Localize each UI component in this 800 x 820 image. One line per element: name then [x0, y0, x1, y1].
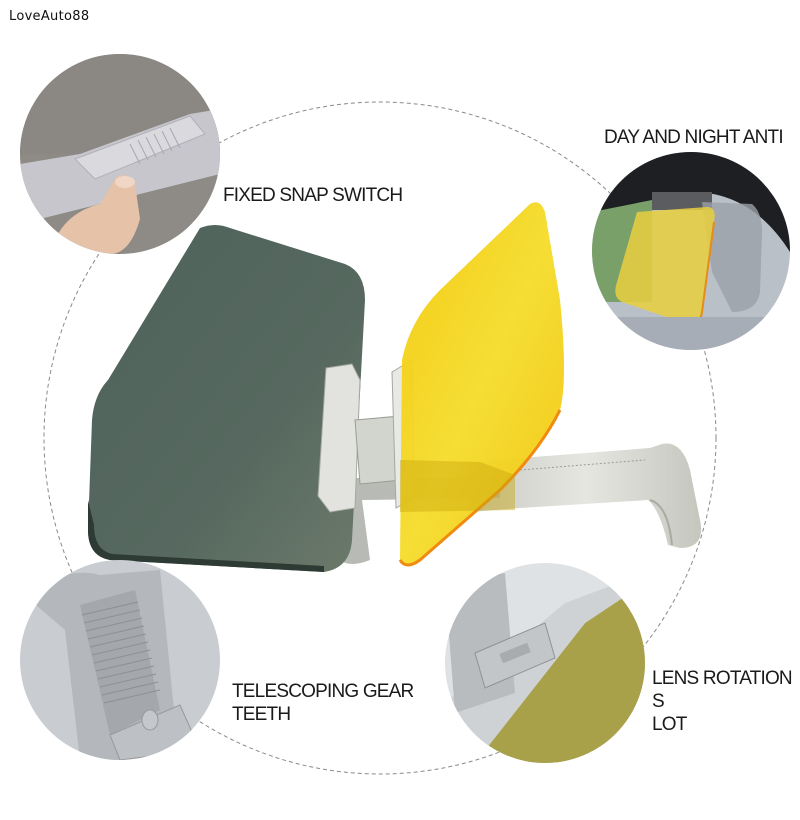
- brand-watermark: LoveAuto88: [9, 9, 90, 24]
- detail-image-lens-rotation-slot: [445, 563, 645, 763]
- hinge-slot-image: [445, 563, 645, 763]
- callout-label-line2: TEETH: [232, 704, 291, 725]
- callout-label-lens-rotation-slot: LENS ROTATION S LOT: [652, 667, 800, 736]
- callout-label-line2: LOT: [652, 714, 687, 735]
- visor-in-car-image: [592, 152, 790, 350]
- detail-image-day-and-night-anti: [592, 152, 790, 350]
- callout-label-telescoping-gear-teeth: TELESCOPING GEAR TEETH: [232, 680, 414, 726]
- detail-image-fixed-snap-switch: [20, 54, 220, 254]
- clip-arm: [470, 443, 702, 548]
- callout-label-day-and-night-anti: DAY AND NIGHT ANTI: [604, 127, 784, 148]
- detail-image-telescoping-gear-teeth: [20, 560, 220, 760]
- callout-label-fixed-snap-switch: FIXED SNAP SWITCH: [223, 185, 403, 206]
- callout-label-line1: LENS ROTATION S: [652, 668, 793, 712]
- callout-label-line1: TELESCOPING GEAR: [232, 681, 414, 702]
- hand-pressing-clip-image: [20, 54, 220, 254]
- ribbed-clip-arm-image: [20, 560, 220, 760]
